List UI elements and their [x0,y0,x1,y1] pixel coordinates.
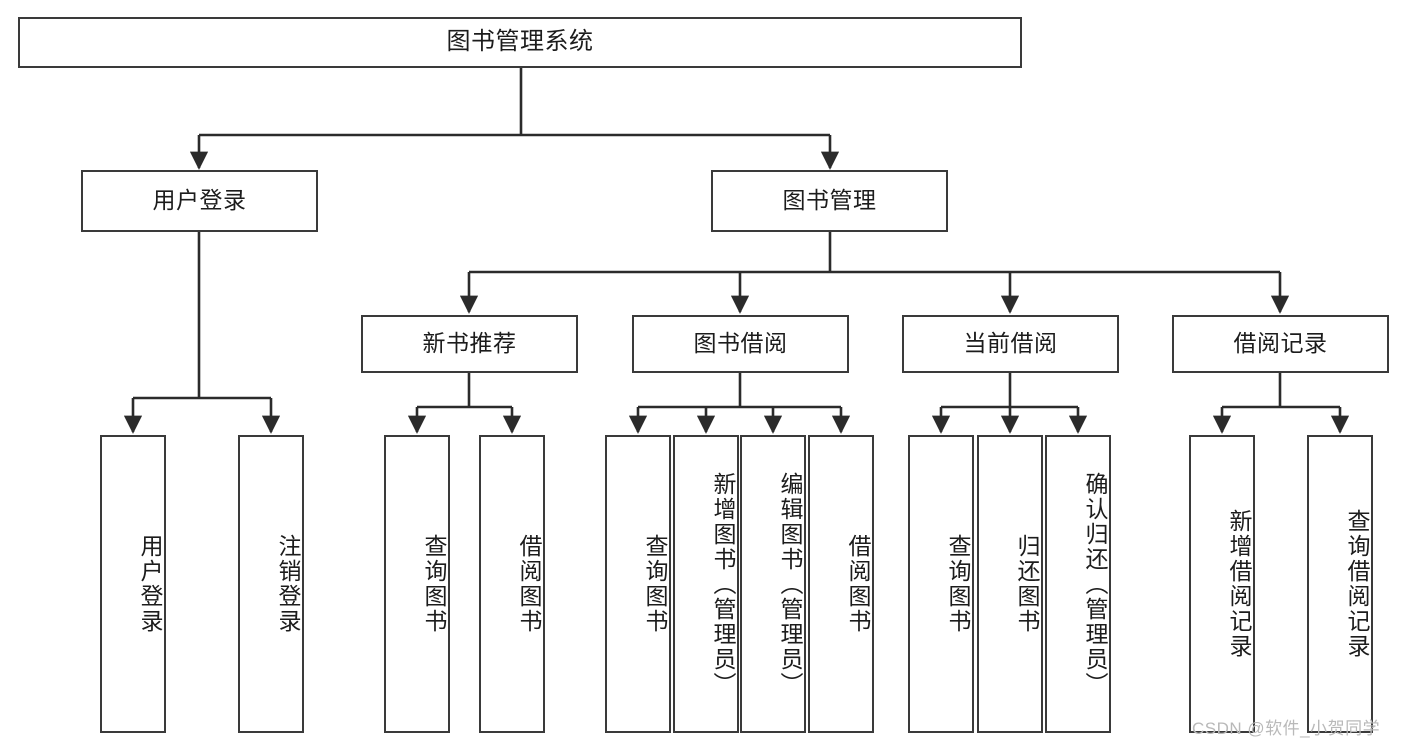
leaf-label: 借阅图书 [845,534,871,634]
node-book-borrow[interactable]: 图书借阅 [632,315,849,373]
leaf-borrow-records-query[interactable]: 查询借阅记录 [1307,435,1373,733]
leaf-label: 新增图书（管理员） [710,471,736,697]
leaf-label: 查询借阅记录 [1344,509,1370,659]
leaf-current-borrow-return[interactable]: 归还图书 [977,435,1043,733]
node-new-book-recommend[interactable]: 新书推荐 [361,315,578,373]
node-book-borrow-label: 图书借阅 [693,330,788,357]
leaf-borrow-records-add[interactable]: 新增借阅记录 [1189,435,1255,733]
leaf-label: 查询图书 [421,534,447,634]
node-current-borrow-label: 当前借阅 [963,330,1058,357]
leaf-label: 编辑图书（管理员） [777,471,803,697]
node-book-manage[interactable]: 图书管理 [711,170,948,232]
leaf-label: 确认归还（管理员） [1082,471,1108,697]
leaf-user-login-logout[interactable]: 注销登录 [238,435,304,733]
node-root[interactable]: 图书管理系统 [18,17,1022,68]
node-book-manage-label: 图书管理 [782,187,877,214]
node-user-login-label: 用户登录 [152,187,247,214]
leaf-book-borrow-borrow[interactable]: 借阅图书 [808,435,874,733]
node-root-label: 图书管理系统 [446,28,594,56]
leaf-current-borrow-confirm[interactable]: 确认归还（管理员） [1045,435,1111,733]
leaf-book-borrow-edit[interactable]: 编辑图书（管理员） [740,435,806,733]
node-borrow-records[interactable]: 借阅记录 [1172,315,1389,373]
node-borrow-records-label: 借阅记录 [1233,330,1328,357]
leaf-book-borrow-query[interactable]: 查询图书 [605,435,671,733]
leaf-new-book-query[interactable]: 查询图书 [384,435,450,733]
leaf-user-login-login[interactable]: 用户登录 [100,435,166,733]
leaf-new-book-borrow[interactable]: 借阅图书 [479,435,545,733]
node-new-book-recommend-label: 新书推荐 [422,330,517,357]
leaf-label: 注销登录 [275,534,301,634]
leaf-label: 用户登录 [137,534,163,634]
node-user-login[interactable]: 用户登录 [81,170,318,232]
leaf-label: 借阅图书 [516,534,542,634]
leaf-label: 新增借阅记录 [1226,509,1252,659]
watermark: CSDN @软件_小贺同学 [1192,719,1381,738]
leaf-label: 查询图书 [642,534,668,634]
leaf-book-borrow-add[interactable]: 新增图书（管理员） [673,435,739,733]
leaf-label: 归还图书 [1014,534,1040,634]
leaf-label: 查询图书 [945,534,971,634]
node-current-borrow[interactable]: 当前借阅 [902,315,1119,373]
leaf-current-borrow-query[interactable]: 查询图书 [908,435,974,733]
